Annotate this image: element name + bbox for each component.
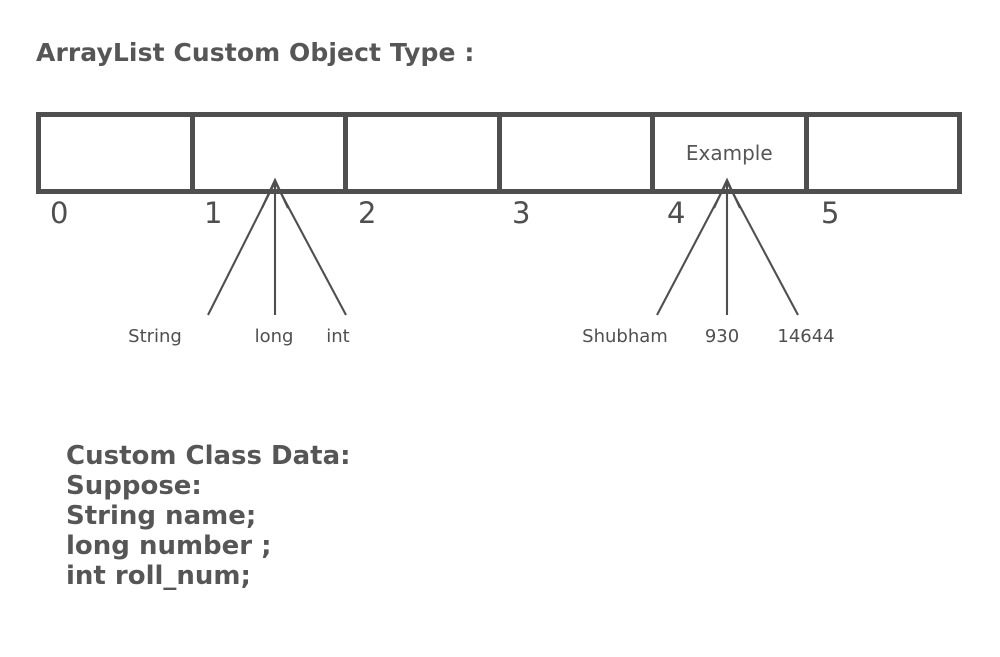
array-index-0: 0 <box>50 196 69 230</box>
array-cell-value: Example <box>685 141 773 165</box>
field-label-int: int <box>326 326 350 347</box>
notes-line-field-name: String name; <box>66 501 257 531</box>
value-label-shubham: Shubham <box>582 326 668 347</box>
notes-line-suppose: Suppose: <box>66 471 202 501</box>
page-title: ArrayList Custom Object Type : <box>36 38 475 67</box>
array-index-5: 5 <box>821 196 840 230</box>
array-cell-1 <box>194 117 348 189</box>
array-cell-5 <box>808 117 957 189</box>
array-index-1: 1 <box>204 196 223 230</box>
notes-line-field-roll: int roll_num; <box>66 561 251 591</box>
array-cell-3 <box>501 117 655 189</box>
field-label-string: String <box>128 326 182 347</box>
arraylist-diagram: Example <box>36 112 962 194</box>
array-index-3: 3 <box>512 196 531 230</box>
array-cell-4: Example <box>655 117 809 189</box>
value-label-930: 930 <box>704 326 740 347</box>
value-label-14644: 14644 <box>777 326 835 347</box>
notes-line-heading: Custom Class Data: <box>66 441 351 471</box>
field-label-long: long <box>254 326 294 347</box>
array-cell-0 <box>41 117 195 189</box>
notes-line-field-number: long number ; <box>66 531 272 561</box>
custom-class-notes: Custom Class Data: Suppose: String name;… <box>66 441 566 591</box>
array-cell-2 <box>348 117 502 189</box>
array-index-labels: 0 1 2 3 4 5 <box>36 196 962 240</box>
array-index-4: 4 <box>667 196 686 230</box>
array-row: Example <box>36 112 962 194</box>
array-index-2: 2 <box>358 196 377 230</box>
